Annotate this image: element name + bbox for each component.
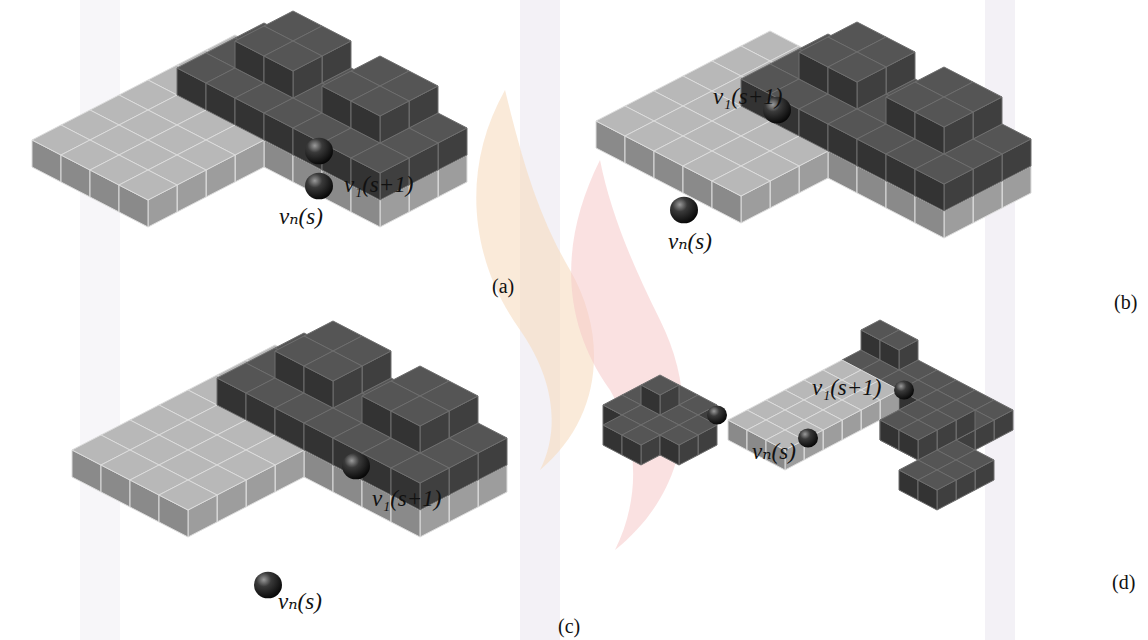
watermark (80, 0, 1015, 640)
voxel-sphere (894, 381, 914, 400)
panel-letter: (a) (492, 276, 514, 296)
voxel-label: v₁(s+1) (812, 376, 882, 399)
cube-face (660, 425, 698, 445)
voxel-sphere (254, 572, 282, 599)
cube-face (119, 170, 177, 200)
voxel-label: vₙ(s) (278, 590, 322, 613)
cube-face (918, 470, 956, 490)
cube-face (915, 154, 973, 184)
voxel-label: v₁(s+1) (713, 85, 783, 108)
cube-face (159, 480, 217, 510)
voxel-group (728, 320, 1013, 510)
cube-face (391, 396, 449, 426)
cube-face (304, 351, 362, 381)
panel-letter: (d) (1112, 572, 1135, 592)
cube-face (641, 375, 679, 395)
voxel-sphere (798, 429, 818, 448)
voxel-label: vₙ(s) (668, 230, 712, 253)
cube-face (391, 453, 449, 483)
cube-face (828, 52, 886, 82)
voxel-spheres (254, 97, 914, 599)
voxel-label: v₁(s+1) (372, 487, 442, 510)
cube-face (351, 143, 409, 173)
voxel-label: v₁(s+1) (344, 173, 414, 196)
voxel-sphere (305, 173, 333, 200)
voxel-sphere (305, 138, 333, 165)
voxel-group (72, 321, 507, 537)
cube-face (264, 41, 322, 71)
voxel-group (596, 22, 1031, 238)
voxel-sphere (670, 197, 698, 224)
voxel-label: vₙ(s) (752, 440, 796, 463)
cube-face (351, 86, 409, 116)
voxel-label: vₙ(s) (279, 205, 323, 228)
cube-face (915, 97, 973, 127)
cube-face (880, 330, 918, 350)
voxel-sphere (707, 406, 727, 425)
voxel-group (603, 375, 717, 465)
cube-face (899, 420, 937, 440)
cube-face (622, 425, 660, 445)
cube-face (712, 166, 770, 196)
voxel-blocks (32, 11, 1031, 537)
panel-letter: (c) (558, 616, 580, 636)
voxel-group (32, 11, 467, 227)
voxel-sphere (342, 453, 370, 480)
panel-letter: (b) (1114, 292, 1137, 312)
